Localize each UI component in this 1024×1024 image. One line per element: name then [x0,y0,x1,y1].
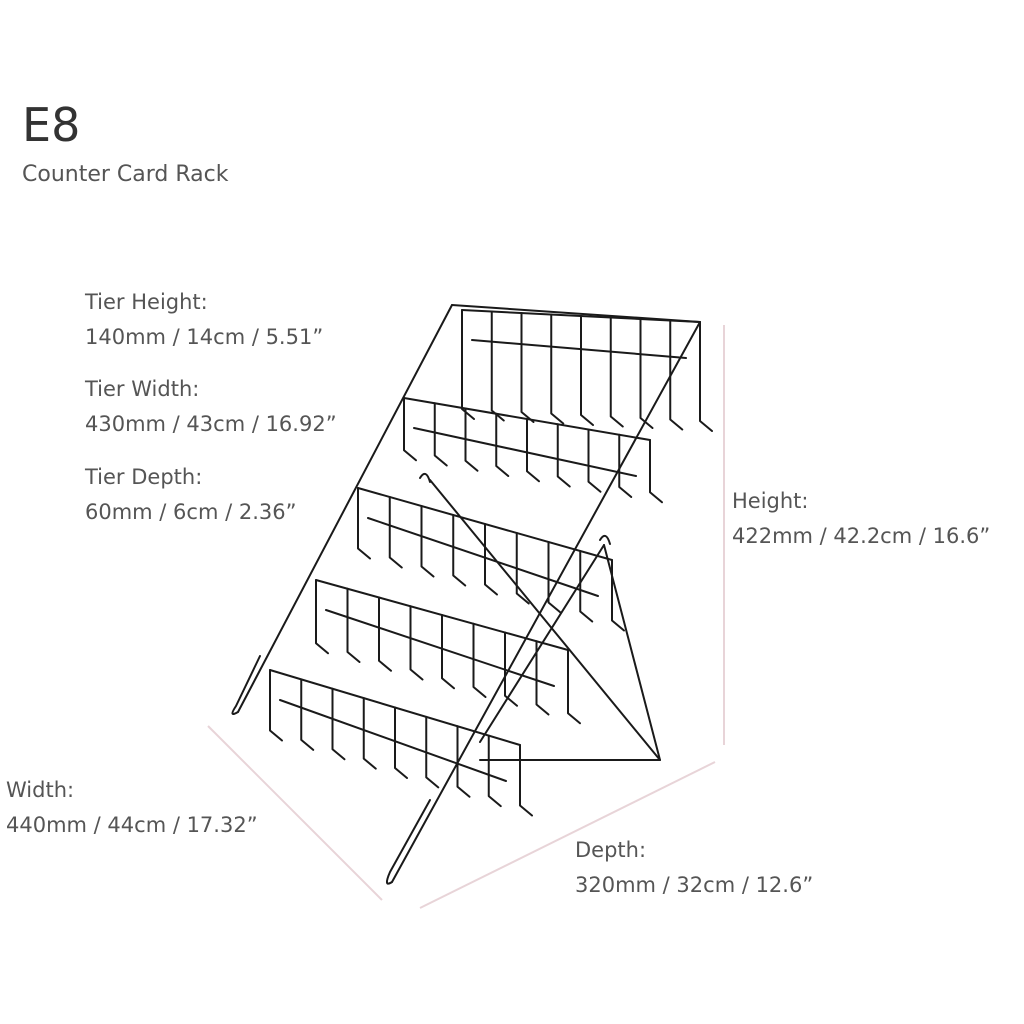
tier-3-divider-wire [484,523,498,596]
model-title: E8 [22,98,81,152]
tier-3-divider-wire [357,487,371,560]
tier-1-divider-wire [669,319,684,431]
tier-4-divider-wire [504,631,518,707]
spec-tier-depth: Tier Depth: 60mm / 6cm / 2.36” [85,460,297,530]
top-hook [419,472,431,483]
tier-4-divider-wire [535,640,550,716]
tier-2-bottom-rail [413,427,637,477]
tier-1-bottom-rail [471,339,687,359]
tier-3-divider-wire [579,550,594,623]
spec-depth: Depth: 320mm / 32cm / 12.6” [575,833,813,903]
tier-1-divider-wire [580,315,594,426]
rear-brace-cross [479,544,605,743]
tier-4-divider-wire [409,605,424,681]
spec-depth-value: 320mm / 32cm / 12.6” [575,873,814,897]
tier-4-divider-wire [472,622,487,698]
tier-5-divider-wire [425,715,440,789]
tier-3-divider-wire [388,496,403,569]
spec-tier-depth-label: Tier Depth: [85,465,203,489]
tier-2-divider-wire [403,397,417,462]
spec-height-value: 422mm / 42.2cm / 16.6” [732,524,991,548]
tier-1-divider-wire [550,313,565,425]
tier-5-divider-wire [487,734,502,808]
tier-3-divider-wire [611,559,625,632]
tier-5-divider-wire [300,678,315,751]
tier-5-bottom-rail [279,699,507,782]
tier-1-divider-wire [490,310,505,422]
right-foot [386,799,431,885]
tier-3-divider-wire [547,541,562,614]
width-dimension-line [207,725,383,901]
spec-height-label: Height: [732,489,809,513]
spec-depth-label: Depth: [575,838,647,862]
tier-4-divider-wire [378,596,392,672]
tier-5-divider-wire [269,669,283,742]
spec-height: Height: 422mm / 42.2cm / 16.6” [732,484,990,554]
tier-1-divider-wire [639,318,654,429]
tier-2-divider-wire [526,418,540,483]
spec-width-value: 440mm / 44cm / 17.32” [6,813,258,837]
spec-tier-width-value: 430mm / 43cm / 16.92” [85,412,337,436]
tier-5-divider-wire [519,744,533,817]
tier-5-divider-wire [331,687,346,761]
tier-2-divider-wire [495,412,510,477]
stand-hook [599,534,611,545]
right-frame-rail [391,321,701,883]
spec-tier-height-value: 140mm / 14cm / 5.51” [85,325,324,349]
tier-5-divider-wire [456,725,471,798]
tier-1-divider-wire [520,312,535,423]
tier-1-divider-wire [609,316,624,428]
spec-tier-width: Tier Width: 430mm / 43cm / 16.92” [85,372,337,442]
depth-dimension-line [419,761,716,909]
tier-3-divider-wire [515,532,530,605]
tier-5-divider-wire [394,706,408,779]
tier-2-divider-wire [464,407,479,472]
tier-4-divider-wire [567,649,581,725]
tier-4-divider-wire [441,614,455,690]
tier-1-divider-wire [699,321,713,432]
dimension-lines [207,325,725,909]
spec-tier-depth-value: 60mm / 6cm / 2.36” [85,500,297,524]
wire-frame [231,304,713,885]
product-name: Counter Card Rack [22,162,229,187]
tier-3-divider-wire [420,505,435,578]
spec-tier-width-label: Tier Width: [85,377,200,401]
spec-width-label: Width: [6,778,75,802]
tier-2-divider-wire [587,428,602,493]
tier-1-divider-wire [461,309,475,420]
tier-2-divider-wire [433,402,448,467]
tier-5-divider-wire [362,697,377,770]
tier-2-divider-wire [649,439,663,504]
tier-2-divider-wire [556,423,571,488]
left-frame-rail [237,304,453,713]
tier-3-divider-wire [452,514,467,587]
rear-support-leg [603,544,661,761]
tier-2-divider-wire [618,433,633,498]
left-foot [231,655,261,715]
tier-3-bottom-rail [367,517,599,597]
spec-width: Width: 440mm / 44cm / 17.32” [6,773,258,843]
spec-tier-height: Tier Height: 140mm / 14cm / 5.51” [85,285,323,355]
tier-4-bottom-rail [325,609,555,687]
rear-brace-diagonal [429,479,661,761]
spec-tier-height-label: Tier Height: [85,290,208,314]
tier-4-divider-wire [315,579,329,655]
tier-4-divider-wire [346,587,361,663]
